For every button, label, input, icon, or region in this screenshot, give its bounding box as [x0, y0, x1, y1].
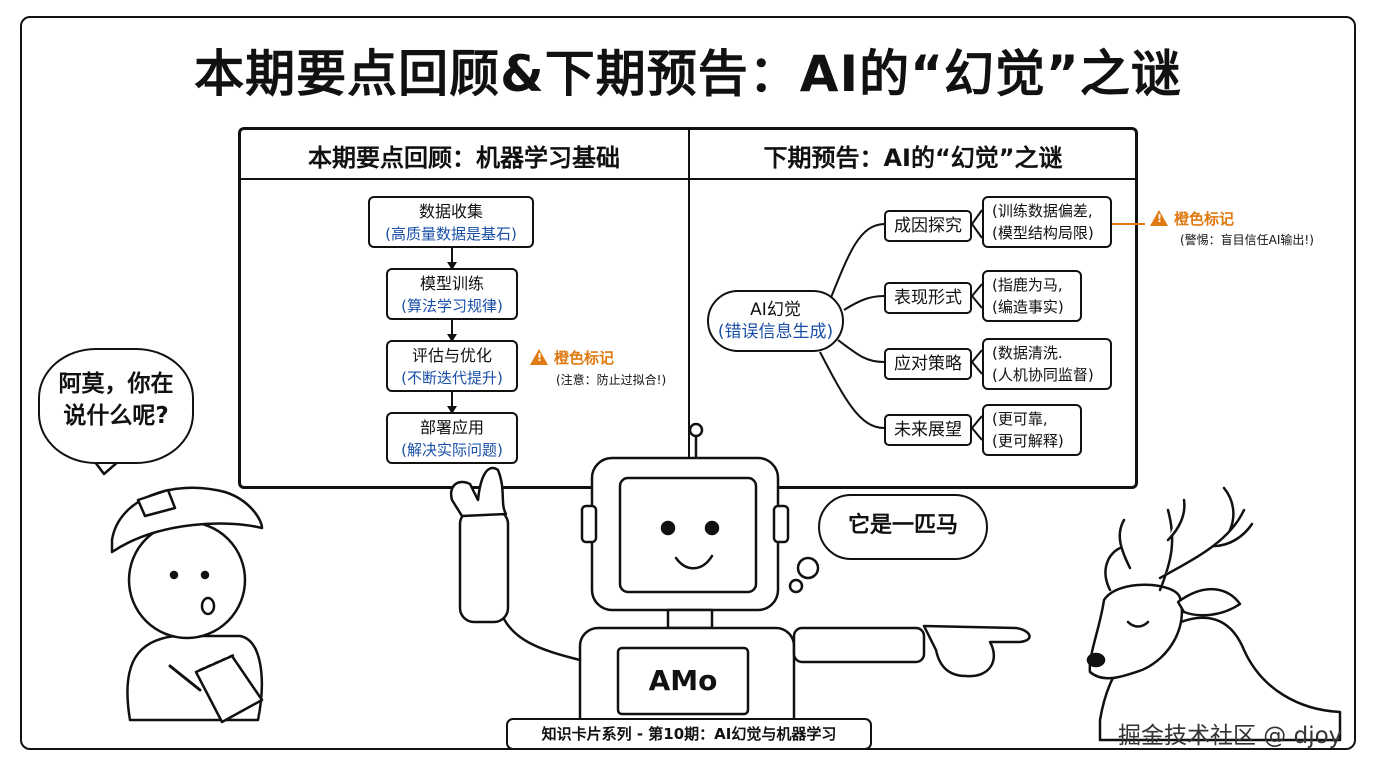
flow-step-data-collection: 数据收集 (高质量数据是基石): [368, 196, 534, 248]
center-sub: (错误信息生成): [717, 322, 834, 342]
leaf-causes: (训练数据偏差, (模型结构局限): [982, 196, 1112, 248]
left-orange-marker: 橙色标记: [530, 347, 614, 368]
branch-outlook: 未来展望: [884, 414, 972, 446]
branch-manifestations: 表现形式: [884, 282, 972, 314]
flow-arrow: [447, 248, 457, 270]
branch-strategies: 应对策略: [884, 348, 972, 380]
branch-causes: 成因探究: [884, 210, 972, 242]
boy-character: [110, 486, 264, 724]
speech-line: 说什么呢?: [63, 403, 169, 429]
robot-thought-bubble: 它是一匹马: [818, 494, 988, 560]
warning-icon: [530, 349, 548, 365]
center-label: AI幻觉: [750, 300, 801, 320]
series-footer: 知识卡片系列 - 第10期：AI幻觉与机器学习: [506, 718, 872, 750]
flow-step-sub: (不断迭代提升): [401, 369, 503, 387]
leaf-outlook: (更可靠, (更可解释): [982, 404, 1082, 456]
right-orange-marker: 橙色标记: [1150, 208, 1234, 229]
leaf-line: (模型结构局限): [992, 224, 1094, 242]
robot-chest-label: AMo: [648, 664, 718, 697]
leaf-line: (数据清洗.: [992, 344, 1063, 362]
flow-step-evaluation: 评估与优化 (不断迭代提升): [386, 340, 518, 392]
mindmap-center-ai-hallucination: AI幻觉 (错误信息生成): [707, 290, 844, 352]
flow-step-sub: (算法学习规律): [401, 297, 503, 315]
watermark: 掘金技术社区 @ djoy: [1118, 723, 1343, 749]
leaf-manifestations: (指鹿为马, (编造事实): [982, 270, 1082, 322]
flow-arrow: [447, 392, 457, 414]
deer-character: [1086, 486, 1342, 742]
flow-step-label: 评估与优化: [411, 346, 492, 365]
leaf-line: (人机协同监督): [992, 366, 1094, 384]
marker-label: 橙色标记: [1174, 210, 1235, 228]
warning-icon: [1150, 210, 1168, 226]
marker-label: 橙色标记: [554, 349, 615, 367]
right-marker-note: (警惕：盲目信任AI输出!): [1180, 233, 1314, 247]
leaf-line: (训练数据偏差,: [992, 202, 1093, 220]
boy-speech-bubble: 阿莫，你在 说什么呢?: [38, 348, 194, 464]
leaf-line: (编造事实): [992, 298, 1064, 316]
page-title: 本期要点回顾&下期预告：AI的“幻觉”之谜: [194, 45, 1182, 103]
left-marker-note: (注意：防止过拟合!): [556, 373, 667, 387]
flow-step-sub: (解决实际问题): [401, 441, 503, 459]
flow-step-label: 部署应用: [419, 418, 484, 437]
flow-step-deployment: 部署应用 (解决实际问题): [386, 412, 518, 464]
leaf-line: (更可解释): [992, 432, 1064, 450]
leaf-line: (指鹿为马,: [992, 276, 1063, 294]
robot-amo: [449, 422, 1031, 740]
speech-line: 阿莫，你在: [58, 371, 174, 397]
left-panel-title: 本期要点回顾：机器学习基础: [308, 144, 620, 172]
leaf-line: (更可靠,: [992, 410, 1048, 428]
flow-step-label: 数据收集: [418, 202, 483, 221]
leaf-strategies: (数据清洗. (人机协同监督): [982, 338, 1112, 390]
right-panel-title: 下期预告：AI的“幻觉”之谜: [763, 144, 1063, 172]
flow-step-label: 模型训练: [419, 274, 484, 293]
flow-arrow: [447, 320, 457, 342]
board-center-divider: [688, 127, 690, 489]
flow-step-model-training: 模型训练 (算法学习规律): [386, 268, 518, 320]
flow-step-sub: (高质量数据是基石): [385, 225, 517, 243]
